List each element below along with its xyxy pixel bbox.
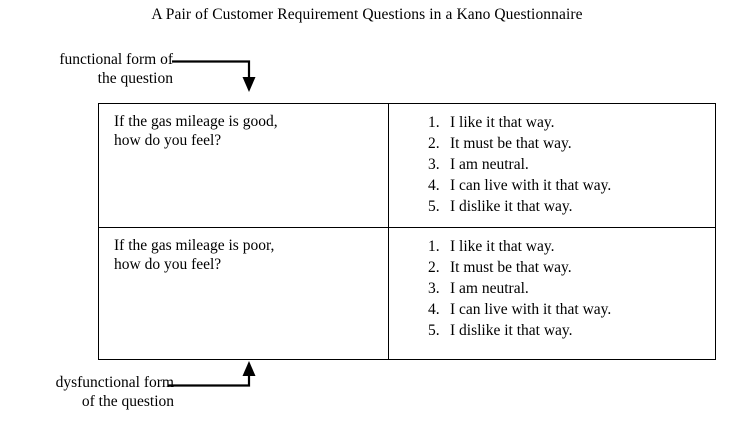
answer-option[interactable]: 3. I am neutral.	[389, 154, 715, 175]
answer-number: 3.	[428, 280, 440, 297]
question-text: If the gas mileage is poor, how do you f…	[114, 237, 275, 273]
functional-form-label-line2: the question	[97, 70, 173, 87]
answer-option[interactable]: 1. I like it that way.	[389, 112, 715, 133]
question-text: If the gas mileage is good, how do you f…	[114, 113, 278, 149]
answer-number: 1.	[428, 238, 440, 255]
answer-number: 4.	[428, 301, 440, 318]
answer-number: 4.	[428, 177, 440, 194]
answer-option[interactable]: 4. I can live with it that way.	[389, 299, 715, 320]
answer-option[interactable]: 3. I am neutral.	[389, 278, 715, 299]
dysfunctional-answers-cell: 1. I like it that way. 2. It must be that …	[388, 227, 716, 360]
answer-option[interactable]: 5. I dislike it that way.	[389, 196, 715, 217]
dysfunctional-question-cell: If the gas mileage is poor, how do you f…	[98, 227, 389, 360]
answer-number: 2.	[428, 135, 440, 152]
answer-text: It must be that way.	[450, 259, 572, 276]
functional-form-label: functional form of the question	[8, 50, 173, 88]
answer-option[interactable]: 5. I dislike it that way.	[389, 320, 715, 341]
questionnaire-table: If the gas mileage is good, how do you f…	[98, 103, 716, 360]
answer-list: 1. I like it that way. 2. It must be that …	[389, 228, 715, 341]
answer-number: 3.	[428, 156, 440, 173]
answer-option[interactable]: 2. It must be that way.	[389, 133, 715, 154]
answer-text: I am neutral.	[450, 280, 529, 297]
answer-text: I am neutral.	[450, 156, 529, 173]
dysfunctional-form-label: dysfunctional form of the question	[4, 373, 174, 411]
table-row: If the gas mileage is poor, how do you f…	[98, 227, 716, 360]
answer-number: 5.	[428, 198, 440, 215]
dysfunctional-arrow-icon	[168, 361, 256, 387]
answer-text: I can live with it that way.	[450, 177, 612, 194]
answer-text: I dislike it that way.	[450, 198, 573, 215]
answer-number: 1.	[428, 114, 440, 131]
functional-answers-cell: 1. I like it that way. 2. It must be that …	[388, 103, 716, 228]
answer-text: It must be that way.	[450, 135, 572, 152]
answer-text: I can live with it that way.	[450, 301, 612, 318]
answer-text: I like it that way.	[450, 114, 555, 131]
answer-text: I dislike it that way.	[450, 322, 573, 339]
dysfunctional-form-label-line1: dysfunctional form	[55, 374, 174, 391]
table-row: If the gas mileage is good, how do you f…	[98, 103, 716, 228]
answer-text: I like it that way.	[450, 238, 555, 255]
answer-option[interactable]: 4. I can live with it that way.	[389, 175, 715, 196]
functional-arrow-icon	[172, 60, 256, 92]
functional-question-cell: If the gas mileage is good, how do you f…	[98, 103, 389, 228]
answer-option[interactable]: 2. It must be that way.	[389, 257, 715, 278]
answer-option[interactable]: 1. I like it that way.	[389, 236, 715, 257]
answer-list: 1. I like it that way. 2. It must be that …	[389, 104, 715, 217]
figure-title: A Pair of Customer Requirement Questions…	[151, 6, 583, 23]
answer-number: 5.	[428, 322, 440, 339]
dysfunctional-form-label-line2: of the question	[81, 393, 174, 410]
answer-number: 2.	[428, 259, 440, 276]
functional-form-label-line1: functional form of	[59, 51, 173, 68]
